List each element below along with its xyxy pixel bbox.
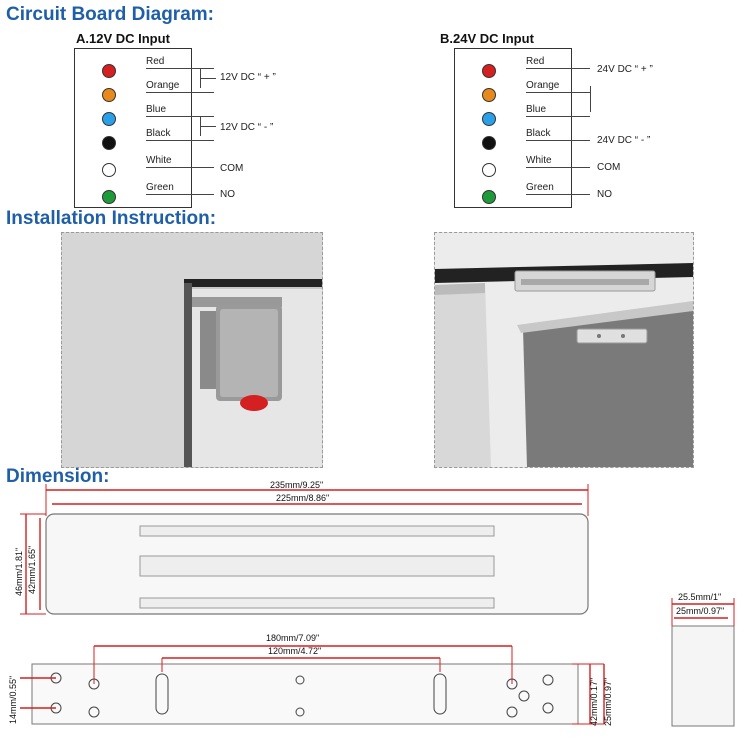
wire-white-line (146, 167, 214, 168)
dim-total-length: 235mm/9.25" (270, 480, 324, 490)
diagram-b-title: B.24V DC Input (440, 31, 534, 46)
diagram-a-title: A.12V DC Input (76, 31, 170, 46)
diagram-a-conn-no: NO (220, 189, 235, 200)
wire-black-label: Black (146, 128, 171, 139)
wire-green-line (526, 194, 590, 195)
diagram-b-board (454, 48, 572, 208)
installation-illustration-right (435, 233, 693, 467)
wire-orange-label: Orange (526, 80, 560, 91)
wire-white-line (526, 167, 590, 168)
wire-blue-label: Blue (526, 104, 547, 115)
diagram-b-orange-blue-jumper (590, 86, 591, 112)
wire-orange-line (526, 92, 590, 93)
diagram-b-conn-com: COM (597, 162, 621, 173)
diagram-a-board (74, 48, 192, 208)
plate-hole (506, 678, 518, 690)
wire-blue-dot (482, 112, 496, 126)
diagram-b-conn-minus: 24V DC “ - ” (597, 135, 651, 146)
plate-hole (88, 678, 100, 690)
mounting-plate (31, 663, 579, 725)
diagram-a-conn-com: COM (220, 163, 244, 174)
plate-slot (155, 673, 169, 715)
diagram-a-conn-minus: 12V DC “ - ” (220, 122, 274, 133)
wire-blue-line (146, 116, 214, 117)
wire-black-line (526, 140, 590, 141)
wire-green-label: Green (526, 182, 554, 193)
plate-slot (433, 673, 447, 715)
dim-hole-offset: 14mm/0.55" (8, 675, 18, 724)
diagram-b-conn-no: NO (597, 189, 612, 200)
wire-green-dot (482, 190, 496, 204)
diagram-a-bracket-minus-tick (200, 126, 216, 127)
wire-orange-line (146, 92, 214, 93)
wire-white-dot (482, 163, 496, 177)
circuit-section-title: Circuit Board Diagram: (6, 4, 214, 25)
lock-groove-middle (139, 555, 495, 577)
wire-orange-dot (102, 88, 116, 102)
wire-orange-label: Orange (146, 80, 180, 91)
installation-illustration-left (62, 233, 322, 467)
dimension-drawing (20, 484, 735, 727)
diagram-a-bracket-plus-tick (200, 78, 216, 79)
dim-hole-span-outer: 180mm/7.09" (266, 633, 320, 643)
plate-hole (518, 690, 530, 702)
plate-hole (542, 674, 554, 686)
dim-plate-height-b: 25mm/0.97" (603, 677, 613, 726)
plate-hole (542, 702, 554, 714)
dim-hole-span-inner: 120mm/4.72" (268, 646, 322, 656)
dim-plate-height-a: 42mm/0.17" (589, 677, 599, 726)
wire-white-label: White (146, 155, 172, 166)
dim-inner-length: 225mm/8.86" (276, 493, 330, 503)
wire-green-dot (102, 190, 116, 204)
diagram-b-conn-plus: 24V DC “ + ” (597, 64, 653, 75)
wire-black-dot (482, 136, 496, 150)
wire-red-dot (102, 64, 116, 78)
wire-red-line (526, 68, 590, 69)
installation-section-title: Installation Instruction: (6, 208, 217, 229)
wire-blue-line (526, 116, 590, 117)
wire-black-label: Black (526, 128, 551, 139)
wire-white-label: White (526, 155, 552, 166)
dimension-section-title: Dimension: (6, 466, 110, 487)
plate-hole (88, 706, 100, 718)
dim-height-inner: 42mm/1.65" (27, 545, 37, 594)
wire-green-line (146, 194, 214, 195)
plate-hole (506, 706, 518, 718)
diagram-a-conn-plus: 12V DC “ + ” (220, 72, 276, 83)
wire-red-label: Red (146, 56, 165, 67)
wire-orange-dot (482, 88, 496, 102)
dim-height-outer: 46mm/1.81" (14, 547, 24, 596)
lock-groove-top (139, 525, 495, 537)
wire-black-dot (102, 136, 116, 150)
wire-black-line (146, 140, 214, 141)
plate-hole (295, 707, 305, 717)
dim-side-width-inner: 25mm/0.97" (676, 606, 725, 616)
installation-photo-right (434, 232, 694, 468)
wire-blue-dot (102, 112, 116, 126)
wire-red-dot (482, 64, 496, 78)
dim-side-width-outer: 25.5mm/1" (678, 592, 722, 602)
lock-groove-bottom (139, 597, 495, 609)
wire-red-line (146, 68, 214, 69)
wire-green-label: Green (146, 182, 174, 193)
installation-photo-left (61, 232, 323, 468)
side-view-body (671, 625, 735, 727)
wire-red-label: Red (526, 56, 545, 67)
wire-white-dot (102, 163, 116, 177)
wire-blue-label: Blue (146, 104, 167, 115)
plate-hole (295, 675, 305, 685)
